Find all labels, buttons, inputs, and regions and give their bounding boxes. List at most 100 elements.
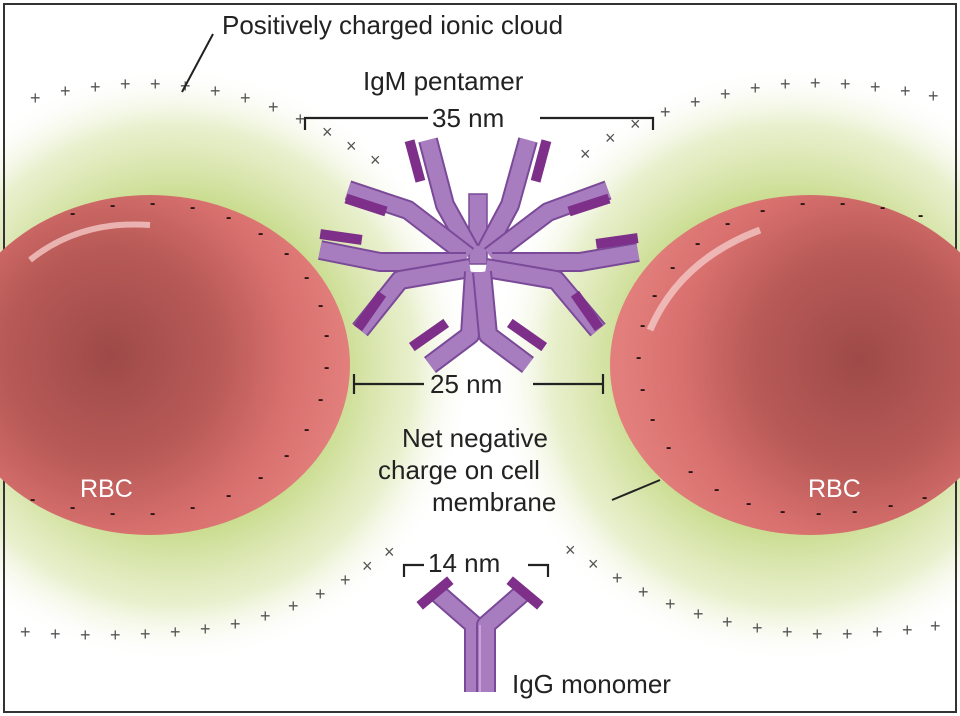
minus-sign: - <box>318 391 323 408</box>
igg-monomer <box>416 576 544 692</box>
svg-text:25 nm: 25 nm <box>430 369 502 399</box>
plus-sign: + <box>870 77 881 97</box>
rbc-right-label: RBC <box>808 475 861 503</box>
minus-sign: - <box>190 499 195 516</box>
plus-sign: + <box>872 622 883 642</box>
minus-sign: - <box>880 199 885 216</box>
cross-sign: × <box>384 542 395 562</box>
minus-sign: - <box>258 469 263 486</box>
plus-sign: + <box>928 86 939 106</box>
minus-sign: - <box>918 207 923 224</box>
plus-sign: + <box>722 612 733 632</box>
minus-sign: - <box>840 195 845 212</box>
plus-sign: + <box>20 622 31 642</box>
cross-sign: × <box>565 540 576 560</box>
igm-light-chains <box>319 139 639 352</box>
minus-sign: - <box>318 297 323 314</box>
plus-sign: + <box>612 568 623 588</box>
rbc-left <box>0 195 350 535</box>
plus-sign: + <box>295 109 306 129</box>
plus-sign: + <box>260 606 271 626</box>
plus-sign: + <box>315 584 326 604</box>
minus-sign: - <box>110 197 115 214</box>
minus-sign: - <box>30 491 35 508</box>
leader-line-ionic-cloud <box>181 33 214 93</box>
plus-sign: + <box>810 73 821 93</box>
minus-sign: - <box>150 505 155 522</box>
minus-sign: - <box>650 411 655 428</box>
cross-sign: × <box>362 556 373 576</box>
minus-sign: - <box>714 481 719 498</box>
igm-pentamer <box>468 193 488 265</box>
minus-sign: - <box>304 269 309 286</box>
minus-sign: - <box>226 487 231 504</box>
plus-sign: + <box>930 616 941 636</box>
plus-sign: + <box>720 84 731 104</box>
plus-sign: + <box>842 624 853 644</box>
net-negative-label-line3: membrane <box>432 487 556 517</box>
igm-arms <box>318 137 640 373</box>
plus-sign: + <box>120 74 131 94</box>
minus-sign: - <box>760 202 765 219</box>
minus-sign: - <box>324 327 329 344</box>
cross-sign: × <box>322 122 333 142</box>
cross-sign: × <box>588 554 599 574</box>
cross-sign: × <box>580 144 591 164</box>
minus-sign: - <box>640 381 645 398</box>
plus-sign: + <box>200 619 211 639</box>
minus-sign: - <box>670 259 675 276</box>
cross-sign: × <box>346 136 357 156</box>
minus-sign: - <box>652 287 657 304</box>
plus-sign: + <box>782 622 793 642</box>
rbc-right <box>610 195 960 535</box>
minus-sign: - <box>640 317 645 334</box>
plus-sign: + <box>638 582 649 602</box>
minus-sign: - <box>800 195 805 212</box>
rbc-left-label: RBC <box>80 475 133 503</box>
cross-sign: × <box>605 128 616 148</box>
minus-sign: - <box>636 349 641 366</box>
plus-sign: + <box>752 618 763 638</box>
negative-charges: - - - - - - - - - - - - - - - - - - - - … <box>30 195 927 522</box>
minus-sign: - <box>70 205 75 222</box>
plus-sign: + <box>812 624 823 644</box>
minus-sign: - <box>852 503 857 520</box>
plus-sign: + <box>140 624 151 644</box>
plus-sign: + <box>690 92 701 112</box>
plus-sign: + <box>60 81 71 101</box>
leader-line-membrane <box>611 479 661 501</box>
plus-sign: + <box>693 604 704 624</box>
plus-sign: + <box>840 74 851 94</box>
plus-sign: + <box>268 97 279 117</box>
plus-sign: + <box>750 78 761 98</box>
plus-sign: + <box>210 81 221 101</box>
minus-sign: - <box>688 463 693 480</box>
plus-sign: + <box>665 594 676 614</box>
minus-sign: - <box>780 503 785 520</box>
plus-sign: + <box>902 620 913 640</box>
plus-sign: + <box>660 102 671 122</box>
plus-sign: + <box>150 74 161 94</box>
plus-sign: + <box>30 88 41 108</box>
plus-sign: + <box>230 614 241 634</box>
minus-sign: - <box>284 245 289 262</box>
ionic-cloud-label: Positively charged ionic cloud <box>222 10 563 40</box>
plus-sign: + <box>80 625 91 645</box>
plus-sign: + <box>110 625 121 645</box>
minus-sign: - <box>284 447 289 464</box>
cross-sign: × <box>370 150 381 170</box>
minus-sign: - <box>888 497 893 514</box>
minus-sign: - <box>70 499 75 516</box>
dimension-14nm: 14 nm <box>402 548 550 578</box>
plus-sign: + <box>900 81 911 101</box>
net-negative-label-line2: charge on cell <box>378 455 540 485</box>
minus-sign: - <box>110 505 115 522</box>
plus-sign: + <box>90 77 101 97</box>
minus-sign: - <box>746 495 751 512</box>
minus-sign: - <box>816 505 821 522</box>
minus-sign: - <box>666 439 671 456</box>
plus-sign: + <box>170 622 181 642</box>
minus-sign: - <box>324 359 329 376</box>
minus-sign: - <box>226 209 231 226</box>
